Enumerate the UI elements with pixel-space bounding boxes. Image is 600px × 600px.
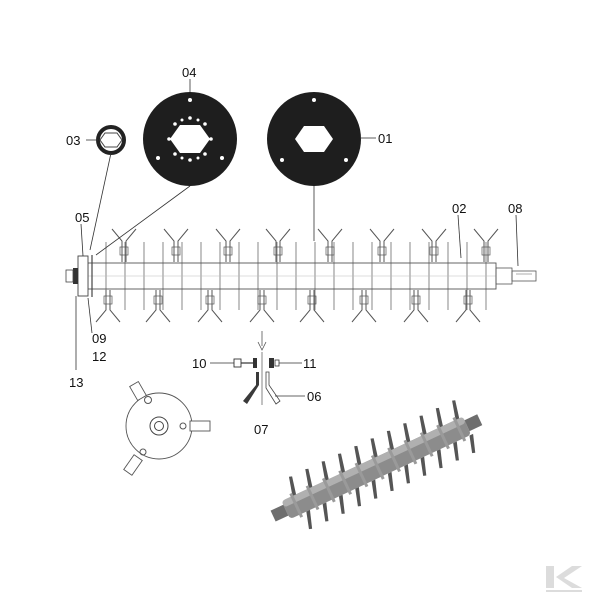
render-tine xyxy=(404,464,411,484)
tine-bolt xyxy=(463,295,473,305)
render-tine xyxy=(370,438,378,458)
label-07: 07 xyxy=(254,422,268,437)
render-tine xyxy=(469,433,476,454)
render-tine xyxy=(420,456,427,476)
render-tine xyxy=(355,487,362,507)
render-disc xyxy=(321,477,336,503)
lower-tine xyxy=(455,290,481,323)
part-labels: 04 01 03 05 02 08 09 12 13 10 11 06 07 xyxy=(66,65,522,437)
render-tine xyxy=(322,502,329,522)
render-tine xyxy=(371,479,378,499)
upper-tine xyxy=(265,228,291,262)
tine-bolt xyxy=(429,246,439,256)
upper-tine xyxy=(163,228,189,262)
tine-bolt xyxy=(273,246,283,256)
label-05: 05 xyxy=(75,210,89,225)
render-disc xyxy=(387,447,401,473)
tine-bolt xyxy=(257,295,267,305)
render-tine xyxy=(321,461,329,481)
tine-bolt xyxy=(205,295,215,305)
lower-tine xyxy=(95,290,121,323)
label-08: 08 xyxy=(508,201,522,216)
render-disc xyxy=(338,470,353,495)
lower-tine xyxy=(249,290,275,323)
label-13: 13 xyxy=(69,375,83,390)
label-04: 04 xyxy=(182,65,196,80)
label-09: 09 xyxy=(92,331,106,346)
render-tine xyxy=(337,453,346,474)
tine-bolt xyxy=(119,246,129,256)
lower-tine xyxy=(145,290,171,323)
render-disc xyxy=(419,432,434,457)
leader-lines xyxy=(75,79,519,397)
tine-bolt xyxy=(307,295,317,305)
render-tine xyxy=(387,471,394,492)
lower-tine xyxy=(299,290,325,323)
label-03: 03 xyxy=(66,133,80,148)
upper-tine xyxy=(421,228,447,262)
render-disc xyxy=(370,454,385,480)
upper-tine xyxy=(369,228,395,262)
brand-k-logo-icon xyxy=(546,566,582,592)
render-disc xyxy=(305,485,320,511)
tine-bolt xyxy=(481,246,491,256)
render-tine xyxy=(419,415,427,436)
lower-tine xyxy=(351,290,377,323)
aerator-render xyxy=(270,400,483,530)
render-tine xyxy=(386,430,394,451)
label-11: 11 xyxy=(303,356,317,371)
tine-bolt xyxy=(153,295,163,305)
label-12: 12 xyxy=(92,349,106,364)
tine-bolt xyxy=(325,246,335,256)
tine-bolt xyxy=(171,246,181,256)
tine-bolt xyxy=(103,295,113,305)
label-10: 10 xyxy=(192,356,206,371)
render-disc xyxy=(354,462,369,488)
render-disc xyxy=(452,416,467,442)
render-tine xyxy=(306,509,313,530)
washer-part-03 xyxy=(96,125,126,155)
upper-tine xyxy=(215,228,241,262)
shaft-assembly xyxy=(65,228,537,323)
render-tine xyxy=(288,476,297,497)
render-disc xyxy=(289,492,304,518)
tine-bolt xyxy=(223,246,233,256)
tine-bolt xyxy=(411,295,421,305)
render-tine xyxy=(403,423,411,443)
upper-tine xyxy=(111,228,137,262)
render-disc xyxy=(436,424,450,450)
tine-exploded-detail xyxy=(233,331,281,405)
label-06: 06 xyxy=(307,389,321,404)
lower-tine xyxy=(403,290,429,323)
render-tine xyxy=(354,445,362,466)
tine-bolt xyxy=(377,246,387,256)
upper-tine xyxy=(317,228,343,262)
label-02: 02 xyxy=(452,201,466,216)
disc-part-01 xyxy=(267,92,361,186)
tine-bolt xyxy=(359,295,369,305)
render-disc xyxy=(403,439,418,465)
render-tine xyxy=(305,468,313,489)
render-tine xyxy=(436,449,443,469)
render-tine xyxy=(435,407,443,428)
render-tine xyxy=(338,494,345,514)
render-tine xyxy=(452,400,460,420)
label-01: 01 xyxy=(378,131,392,146)
disc-part-04 xyxy=(143,92,237,186)
render-tine xyxy=(453,441,459,461)
rotor-end-view xyxy=(123,380,211,476)
lower-tine xyxy=(197,290,223,323)
